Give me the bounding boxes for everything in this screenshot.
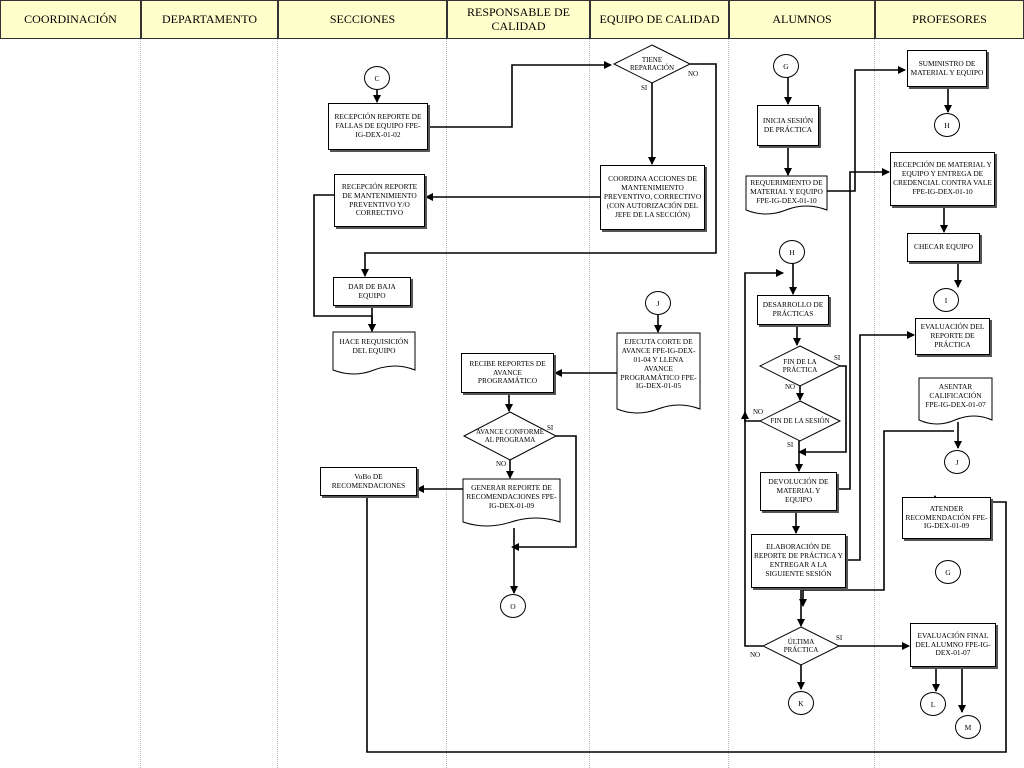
- doc-ejecuta-corte: [616, 332, 701, 414]
- box-elaboracion: ELABORACIÓN DE REPORTE DE PRÁCTICA Y ENT…: [751, 534, 846, 588]
- label-ult-si: SI: [836, 634, 843, 642]
- box-desarrollo-practicas: DESARROLLO DE PRÁCTICAS: [757, 295, 829, 325]
- decision-fin-sesion-text: FIN DE LA SESIÓN: [770, 416, 830, 425]
- connector-g-alumnos: G: [773, 54, 799, 78]
- doc-generar-reporte-text: GENERAR REPORTE DE RECOMENDACIONES FPE-I…: [466, 483, 557, 510]
- connector-m: M: [955, 715, 981, 739]
- box-inicia-sesion: INICIA SESIÓN DE PRÁCTICA: [757, 105, 819, 146]
- box-suministro: SUMINISTRO DE MATERIAL Y EQUIPO: [907, 50, 987, 87]
- doc-requerimiento-text: REQUERIMIENTO DE MATERIAL Y EQUIPO FPE-I…: [750, 178, 823, 205]
- label-avance-si: SI: [547, 424, 554, 432]
- connector-l: L: [920, 692, 946, 716]
- label-fs-no: NO: [753, 408, 764, 416]
- connector-j-profesores: J: [944, 450, 970, 474]
- lane-alumnos: [729, 39, 875, 768]
- doc-generar-reporte: [462, 478, 561, 527]
- box-recepcion-fallas: RECEPCIÓN REPORTE DE FALLAS DE EQUIPO FP…: [328, 103, 428, 150]
- header-equipo-calidad: EQUIPO DE CALIDAD: [590, 0, 729, 39]
- decision-tiene-reparacion-text: TIENE REPARACIÓN: [629, 55, 675, 72]
- box-vobo: VoBo DE RECOMENDACIONES: [320, 467, 417, 496]
- doc-hace-requisicion: [332, 331, 416, 375]
- doc-asentar-text: ASENTAR CALIFICACIÓN FPE-IG-DEX-01-07: [925, 382, 986, 409]
- header-coordinacion: COORDINACIÓN: [0, 0, 141, 39]
- header-secciones: SECCIONES: [278, 0, 447, 39]
- box-recibe-reportes: RECIBE REPORTES DE AVANCE PROGRAMÁTICO: [461, 353, 554, 393]
- connector-k: K: [788, 691, 814, 715]
- connector-c: C: [364, 66, 390, 90]
- label-tiene-si: SI: [641, 84, 648, 92]
- box-dar-de-baja: DAR DE BAJA EQUIPO: [333, 277, 411, 306]
- box-devolucion: DEVOLUCIÓN DE MATERIAL Y EQUIPO: [760, 472, 837, 511]
- label-ult-no: NO: [750, 651, 761, 659]
- connector-h-alumnos: H: [779, 240, 805, 264]
- lane-departamento: [141, 39, 278, 768]
- label-tiene-no: NO: [688, 70, 699, 78]
- connector-h-profesores: H: [934, 113, 960, 137]
- box-atender-recomendacion: ATENDER RECOMENDACIÓN FPE-IG-DEX-01-09: [902, 497, 991, 539]
- label-fs-si: SI: [787, 441, 794, 449]
- decision-ultima-practica-text: ÚLTIMA PRÁCTICA: [783, 637, 819, 654]
- header-alumnos: ALUMNOS: [729, 0, 875, 39]
- connector-o: O: [500, 594, 526, 618]
- decision-fin-practica-text: FIN DE LA PRÁCTICA: [782, 357, 818, 374]
- doc-hace-requisicion-text: HACE REQUISICIÓN DEL EQUIPO: [339, 337, 409, 355]
- lane-equipo-calidad: [590, 39, 729, 768]
- box-coordina-acciones: COORDINA ACCIONES DE MANTENIMIENTO PREVE…: [600, 165, 705, 230]
- label-avance-no: NO: [496, 460, 507, 468]
- header-responsable: RESPONSABLE DE CALIDAD: [447, 0, 590, 39]
- lane-coordinacion: [0, 39, 141, 768]
- decision-avance-conforme-text: AVANCE CONFORME AL PROGRAMA: [475, 427, 544, 444]
- connector-i: I: [933, 288, 959, 312]
- doc-asentar: [918, 377, 993, 425]
- header-departamento: DEPARTAMENTO: [141, 0, 278, 39]
- box-evaluacion-final: EVALUACIÓN FINAL DEL ALUMNO FPE-IG-DEX-0…: [910, 623, 996, 667]
- lane-secciones: [278, 39, 447, 768]
- connector-g-profesores: G: [935, 560, 961, 584]
- lane-responsable: [447, 39, 590, 768]
- box-evaluacion-reporte: EVALUACIÓN DEL REPORTE DE PRÁCTICA: [915, 318, 990, 355]
- box-checar-equipo: CHECAR EQUIPO: [907, 233, 980, 262]
- box-recepcion-material: RECEPCIÓN DE MATERIAL Y EQUIPO Y ENTREGA…: [890, 152, 995, 206]
- doc-ejecuta-corte-text: EJECUTA CORTE DE AVANCE FPE-IG-DEX-01-04…: [620, 337, 697, 391]
- doc-requerimiento: [745, 175, 828, 215]
- label-fp-si: SI: [834, 354, 841, 362]
- header-profesores: PROFESORES: [875, 0, 1024, 39]
- label-fp-no: NO: [785, 383, 796, 391]
- decision-fin-sesion: [758, 400, 842, 442]
- connector-j-responsable: J: [645, 291, 671, 315]
- box-recepcion-mantenimiento: RECEPCIÓN REPORTE DE MANTENIMIENTO PREVE…: [334, 174, 425, 227]
